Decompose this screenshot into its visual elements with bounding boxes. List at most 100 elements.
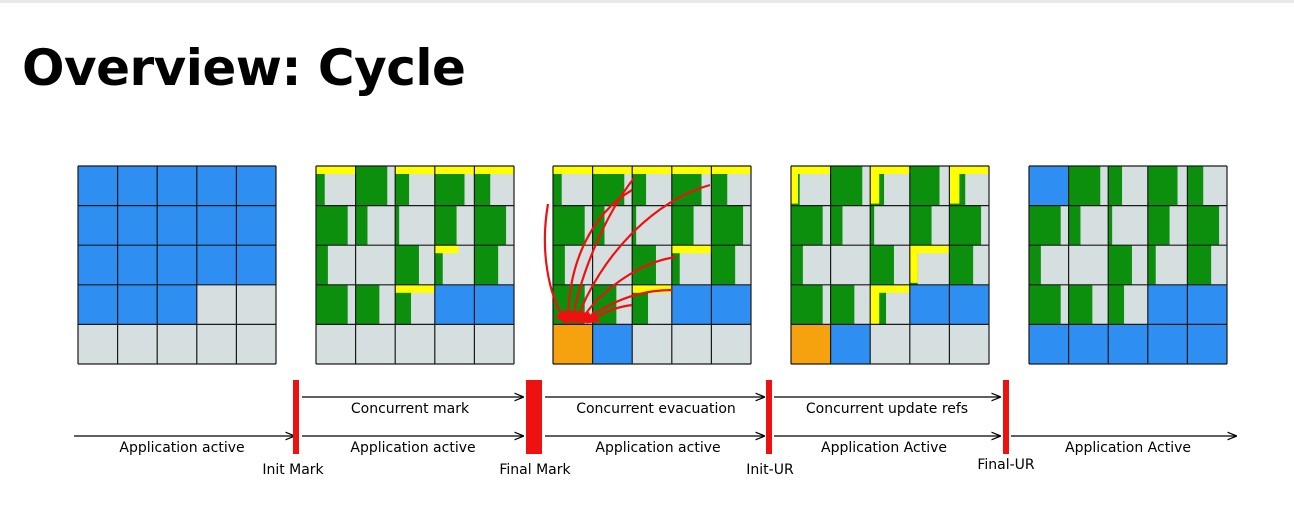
upper-label-concurrent-mark: Concurrent mark [351,401,470,417]
heap-region [1029,324,1069,364]
live-object [355,166,388,206]
heap-region [1029,166,1069,206]
heap-region [236,166,276,206]
live-object [1147,166,1178,206]
live-object [395,166,410,206]
pause-bars [293,380,1009,454]
live-object [395,245,419,285]
mark-bitmap [327,166,356,174]
phase-label-init-ur: Init-UR [746,462,794,478]
heap-region [395,205,435,246]
heap-region [949,284,989,325]
live-object [830,284,855,325]
mark-bitmap [632,166,672,174]
live-object [1029,245,1041,285]
mark-bitmap [671,245,712,254]
mark-bitmap [949,166,989,174]
heap-region [78,245,118,285]
heap-region [117,284,158,325]
mark-bitmap [870,166,910,174]
live-object [830,205,843,246]
heap-region [236,324,276,364]
live-object [711,205,744,246]
mark-bitmap [870,166,880,204]
heap-region [434,324,475,364]
evac-arrow [585,303,633,324]
heap-grid-marked [315,165,515,365]
mark-bitmap [434,245,459,254]
live-object [791,245,803,285]
heap-region [870,205,910,246]
final-ur-pause [1003,380,1009,454]
mark-bitmap [316,166,328,174]
heap-region [1147,284,1188,325]
live-object [632,205,637,246]
live-object [1108,205,1113,246]
heap-region [355,324,396,364]
lower-label-app-active-5: Application Active [1065,440,1191,456]
live-object [1029,205,1061,246]
heap-region [117,205,158,246]
heap-region [592,245,633,285]
heap-region [870,324,910,364]
live-object [870,205,875,246]
live-object [434,205,457,246]
mark-bitmap [791,166,831,174]
heap-grid-final [1028,165,1228,365]
live-object [316,205,348,246]
evac-arrow [543,203,568,325]
live-object [870,245,894,285]
live-object [553,205,585,246]
evac-arrow [573,183,711,325]
heap-region [1147,324,1188,364]
init-mark-pause [293,380,299,454]
live-object [791,205,823,246]
heap-region [78,284,118,325]
live-object [434,245,443,285]
heap-region [474,284,514,325]
live-object [1147,245,1156,285]
live-object [909,166,940,206]
heap-region [117,245,158,285]
mark-bitmap [711,166,751,174]
heap-region [316,324,356,364]
heap-region [236,205,276,246]
live-object [474,166,491,206]
heap-region [78,324,118,364]
heap-region [1068,324,1109,364]
heap-region [117,324,158,364]
heap-region [830,324,871,364]
phase-label-init-mark: Init Mark [262,462,324,478]
heap-region [196,284,237,325]
live-object [1187,205,1220,246]
heap-region [196,324,237,364]
heap-region [196,245,237,285]
live-object [395,284,412,325]
evacuation-arrows [543,177,711,325]
lower-label-app-active-4: Application Active [821,440,947,456]
mark-bitmap [870,284,880,325]
timeline [74,397,1236,436]
mark-bitmap [474,166,514,174]
mark-bitmap [909,245,918,283]
mark-bitmap [870,284,910,293]
live-object [1147,205,1170,246]
heap-region [592,324,633,364]
live-object [553,166,562,206]
final-mark-pause [526,380,542,454]
heap-region [236,284,276,325]
live-object [1068,284,1093,325]
heap-region [395,324,435,364]
heap-region [355,245,396,285]
heap-region [157,245,197,285]
heap-region [1108,205,1148,246]
heap-region [157,205,197,246]
heap-region [78,166,118,206]
heap-region [909,324,950,364]
heap-region [474,324,514,364]
live-object [949,245,974,285]
heap-region [157,284,197,325]
lower-label-app-active-3: Application active [595,440,720,456]
live-object [711,166,728,206]
